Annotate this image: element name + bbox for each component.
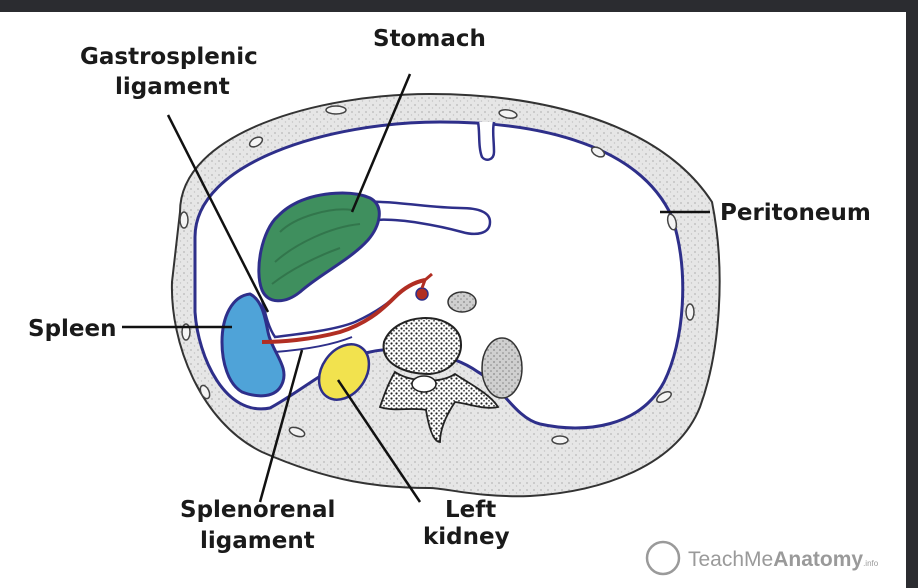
label-left-kidney-line1: Left xyxy=(445,497,496,523)
label-peritoneum: Peritoneum xyxy=(720,200,871,226)
svg-text:TeachMeAnatomy.info: TeachMeAnatomy.info xyxy=(688,548,879,571)
label-splenorenal-line2: ligament xyxy=(200,528,315,554)
splenic-artery xyxy=(261,278,426,344)
aorta-crus xyxy=(447,291,477,313)
watermark-brand-bold: Anatomy xyxy=(773,548,863,571)
wall-vessels xyxy=(179,105,695,445)
falciform-fold xyxy=(476,121,496,161)
label-splenorenal-line1: Splenorenal xyxy=(180,497,335,523)
peritoneal-ligament xyxy=(260,293,399,339)
psoas-muscle xyxy=(481,337,523,399)
left-kidney xyxy=(317,343,371,401)
copyright-icon xyxy=(645,540,681,576)
label-gastrosplenic-line1: Gastrosplenic xyxy=(80,44,258,70)
label-spleen: Spleen xyxy=(28,316,117,342)
abdomen-cross-section: Stomach Gastrosplenic ligament Peritoneu… xyxy=(28,26,879,576)
watermark-brand-suffix: .info xyxy=(863,559,879,568)
watermark-logo: © TeachMeAnatomy.info xyxy=(645,540,879,576)
diagram-canvas: Stomach Gastrosplenic ligament Peritoneu… xyxy=(0,12,906,588)
stomach xyxy=(257,191,381,303)
spleen xyxy=(220,292,286,398)
vertebra xyxy=(378,317,500,443)
label-stomach: Stomach xyxy=(373,26,486,52)
stomach-extension xyxy=(359,200,492,236)
label-left-kidney-line2: kidney xyxy=(423,524,510,550)
watermark-brand-light: TeachMe xyxy=(688,548,773,571)
leader-lines xyxy=(122,73,710,503)
label-gastrosplenic-line2: ligament xyxy=(115,74,230,100)
